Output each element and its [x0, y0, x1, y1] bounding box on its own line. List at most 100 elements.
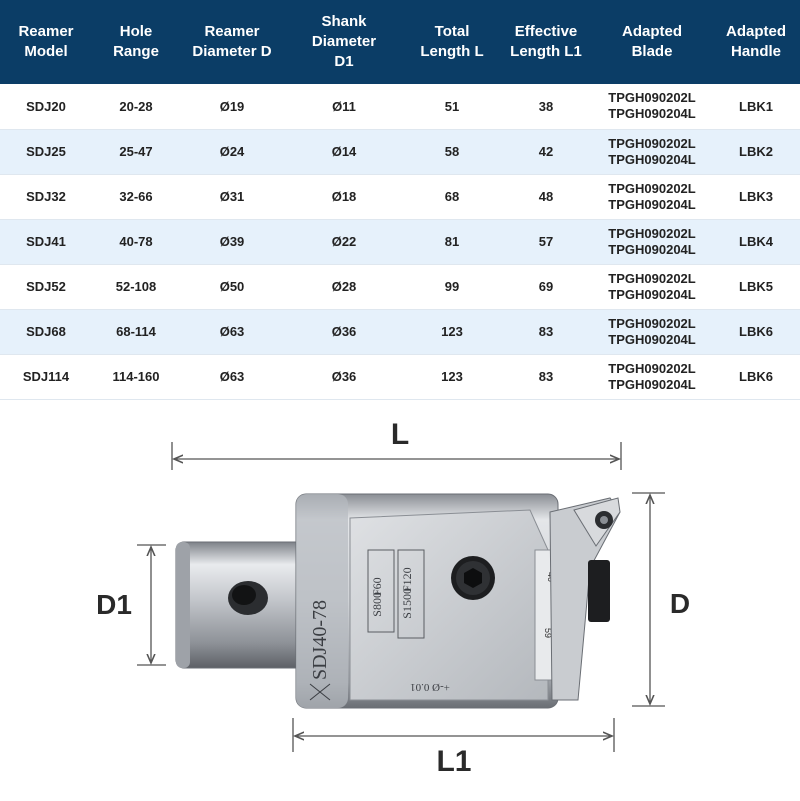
reamer-model-cell: SDJ114 [0, 354, 92, 400]
column-header-line: Length L [420, 43, 484, 60]
reamer-diameter-cell: Ø19 [180, 84, 284, 130]
reamer-diameter-cell: Ø63 [180, 309, 284, 355]
column-header-line: Diameter [311, 33, 377, 50]
shank-diameter-cell: Ø28 [284, 264, 404, 310]
hex-screw [451, 555, 495, 600]
reamer-diameter-cell: Ø24 [180, 129, 284, 175]
column-header-line: Total [434, 23, 470, 40]
tool-body: SDJ40-78 S800 F60 S1500 F120 +-Ø 0 [295, 493, 621, 708]
hole-range-cell: 25-47 [92, 129, 180, 175]
dimension-d: D [632, 491, 690, 707]
plate-feed-2: F120 [400, 567, 414, 592]
reamer-model-cell: SDJ32 [0, 174, 92, 220]
speed-feed-plate: S800 F60 S1500 F120 [367, 549, 425, 638]
plate-speed-1: S800 [370, 592, 384, 617]
label-d1: D1 [96, 589, 132, 620]
blade-code: TPGH090202L [608, 135, 696, 151]
reamer-model-cell: SDJ20 [0, 84, 92, 130]
boring-head-tool: SDJ40-78 S800 F60 S1500 F120 +-Ø 0 [175, 493, 621, 708]
total-length-cell: 81 [404, 219, 500, 265]
blade-code: TPGH090204L [608, 106, 696, 122]
effective-length-cell: 83 [500, 354, 592, 400]
hole-range-cell: 68-114 [92, 309, 180, 355]
column-header-line: Handle [730, 43, 781, 60]
dimension-l: L [171, 418, 622, 470]
reamer-model-cell: SDJ25 [0, 129, 92, 175]
effective-length-cell: 42 [500, 129, 592, 175]
scale-59: 59 [543, 628, 553, 638]
column-header-line: Adapted [622, 23, 682, 40]
effective-length-cell: 57 [500, 219, 592, 265]
reamer-model-cell: SDJ41 [0, 219, 92, 265]
total-length-cell: 123 [404, 354, 500, 400]
hole-range-cell: 114-160 [92, 354, 180, 400]
effective-length-cell: 69 [500, 264, 592, 310]
hole-range-cell: 52-108 [92, 264, 180, 310]
tool-diagram-svg: L D1 D L1 [96, 418, 690, 778]
blade-code: TPGH090202L [608, 225, 696, 241]
reamer-diameter-cell: Ø39 [180, 219, 284, 265]
blade-code: TPGH090202L [608, 90, 696, 106]
dial-text: +-Ø 0.01 [410, 681, 450, 693]
blade-code: TPGH090204L [608, 286, 696, 302]
column-header-line: Blade [631, 43, 673, 60]
effective-length-cell: 38 [500, 84, 592, 130]
tool-diagram: L D1 D L1 [0, 400, 800, 801]
total-length-cell: 58 [404, 129, 500, 175]
adapted-handle-cell: LBK2 [712, 129, 800, 175]
reamer-diameter-cell: Ø50 [180, 264, 284, 310]
adapted-handle-cell: LBK1 [712, 84, 800, 130]
hole-range-cell: 32-66 [92, 174, 180, 220]
tool-shank [175, 541, 305, 668]
shank-diameter-cell: Ø22 [284, 219, 404, 265]
adjust-screw [588, 559, 610, 622]
blade-code: TPGH090204L [608, 196, 696, 212]
column-header-line: Model [24, 43, 68, 60]
total-length-cell: 68 [404, 174, 500, 220]
blade-code: TPGH090204L [608, 376, 696, 392]
adapted-handle-cell: LBK6 [712, 309, 800, 355]
blade-code: TPGH090202L [608, 270, 696, 286]
shank-diameter-cell: Ø18 [284, 174, 404, 220]
column-header-line: Adapted [726, 23, 786, 40]
insert-holder [549, 496, 621, 700]
column-header-line: Reamer [18, 23, 74, 40]
plate-feed-1: F60 [370, 577, 384, 596]
reamer-model-cell: SDJ52 [0, 264, 92, 310]
hole-range-cell: 40-78 [92, 219, 180, 265]
column-header-line: Range [113, 43, 159, 60]
hole-range-cell: 20-28 [92, 84, 180, 130]
blade-code: TPGH090204L [608, 151, 696, 167]
adapted-handle-cell: LBK4 [712, 219, 800, 265]
column-header-line: Hole [119, 23, 153, 40]
adapted-handle-cell: LBK5 [712, 264, 800, 310]
blade-code: TPGH090204L [608, 241, 696, 257]
blade-code: TPGH090204L [608, 331, 696, 347]
reamer-model-cell: SDJ68 [0, 309, 92, 355]
reamer-diameter-cell: Ø63 [180, 354, 284, 400]
tool-engraving: SDJ40-78 [309, 599, 331, 679]
column-header-line: Reamer [204, 23, 260, 40]
total-length-cell: 123 [404, 309, 500, 355]
shank-diameter-cell: Ø36 [284, 309, 404, 355]
dimension-d1: D1 [96, 543, 166, 666]
total-length-cell: 99 [404, 264, 500, 310]
column-header-line: Shank [321, 13, 367, 30]
